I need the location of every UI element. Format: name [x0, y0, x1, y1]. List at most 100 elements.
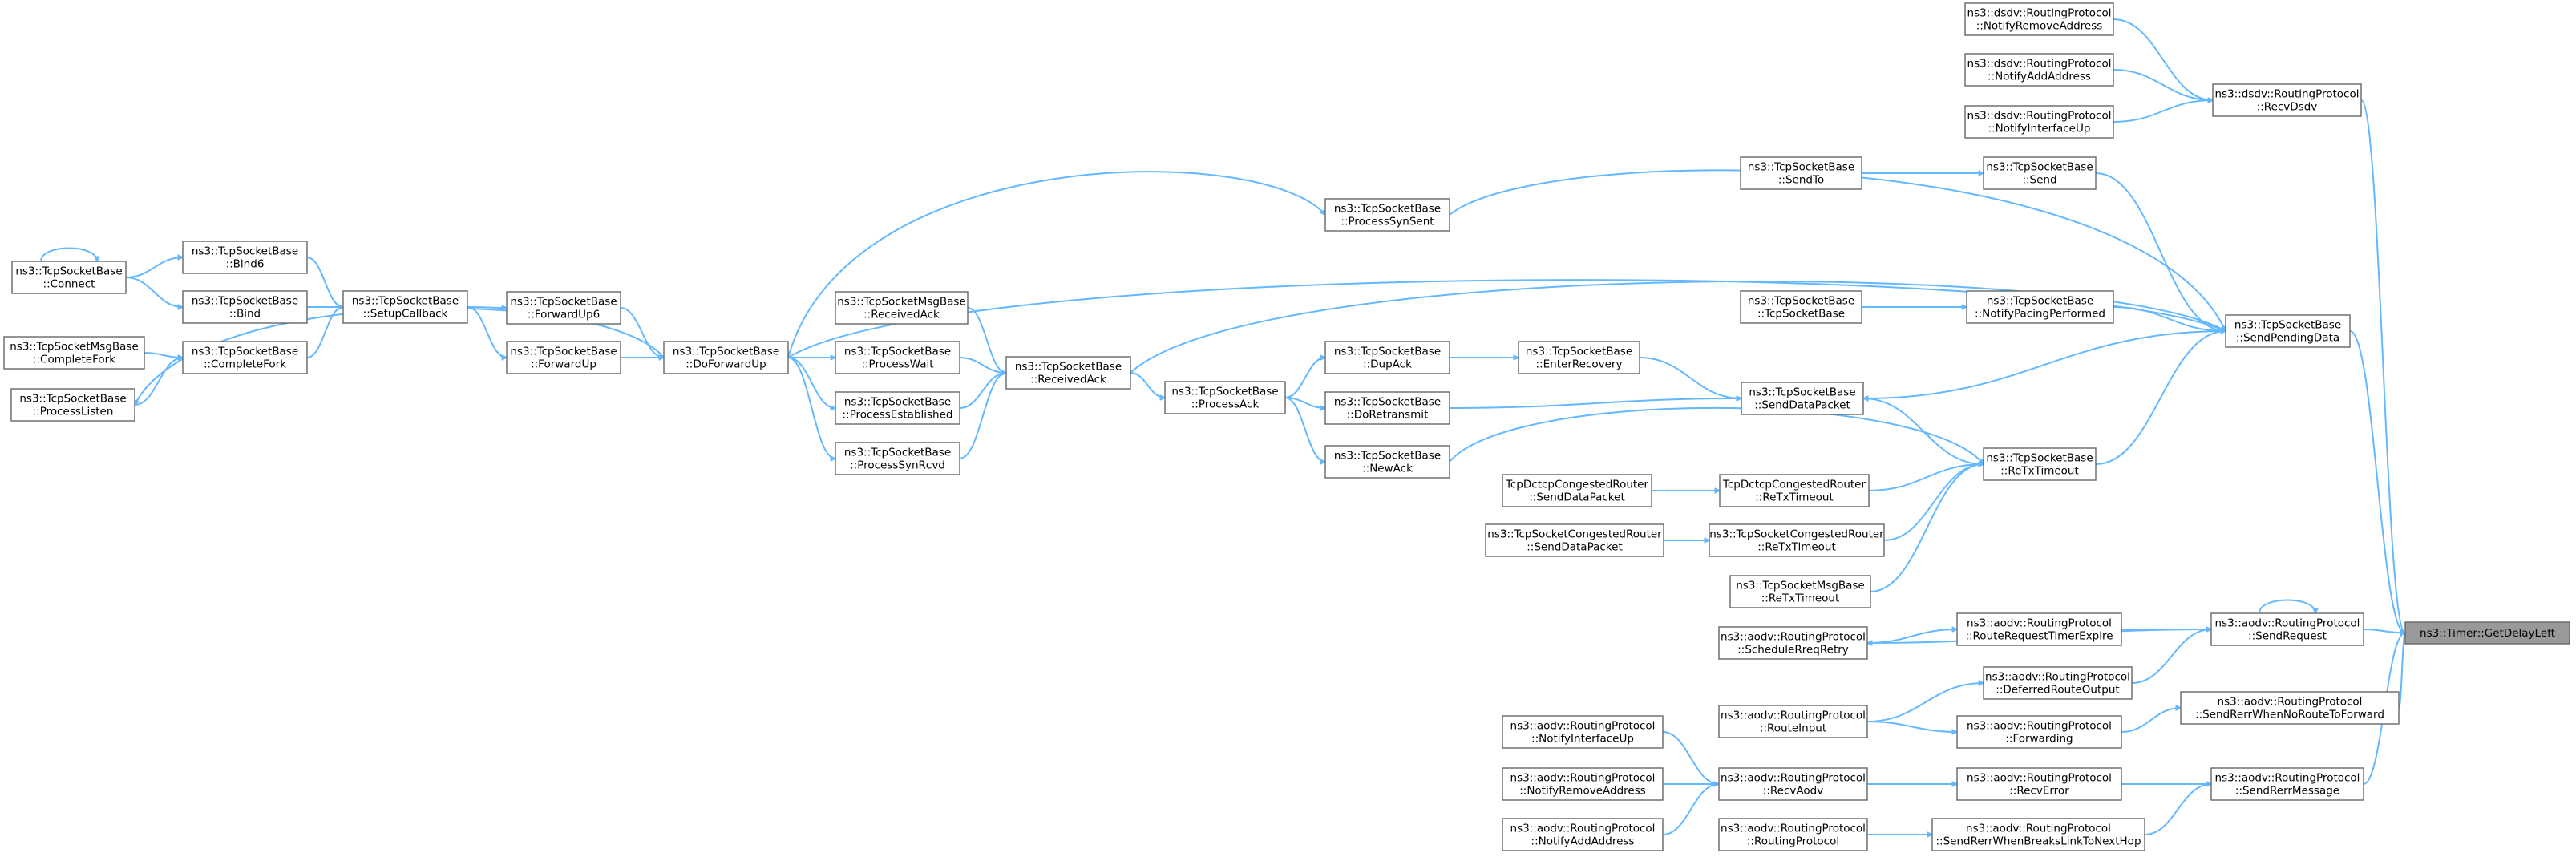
node-aodv-routeinput[interactable]: ns3::aodv::RoutingProtocol::RouteInput	[1718, 705, 1868, 738]
node-aodv-notadd[interactable]: ns3::aodv::RoutingProtocol::NotifyAddAdd…	[1502, 818, 1664, 851]
node-box	[835, 341, 960, 374]
node-aodv-recverr[interactable]: ns3::aodv::RoutingProtocol::RecvError	[1956, 767, 2122, 801]
node-tcp-pwait[interactable]: ns3::TcpSocketBase::ProcessWait	[835, 341, 960, 374]
node-label-line: ns3::TcpSocketMsgBase	[837, 296, 966, 309]
node-box	[3, 336, 145, 370]
node-box	[1956, 612, 2122, 646]
node-tcp-ctor[interactable]: ns3::TcpSocketBase::TcpSocketBase	[1740, 290, 1862, 324]
edge-tcp_doretx-to-tcp_senddp	[1449, 398, 1741, 409]
node-tcp-cfork[interactable]: ns3::TcpSocketBase::CompleteFork	[182, 341, 308, 374]
edge-tcp_connect-to-tcp_bind6	[125, 257, 183, 278]
node-box	[1324, 341, 1450, 374]
edge-cong_retx-to-tcp_retx	[1883, 464, 1984, 541]
node-tcp-plisten[interactable]: ns3::TcpSocketBase::ProcessListen	[10, 388, 135, 422]
node-aodv-recvaodv[interactable]: ns3::aodv::RoutingProtocol::RecvAodv	[1718, 767, 1868, 801]
node-tcp-fwd[interactable]: ns3::TcpSocketBase::ForwardUp	[506, 341, 621, 374]
node-aodv-fwding[interactable]: ns3::aodv::RoutingProtocol::Forwarding	[1956, 715, 2122, 749]
node-tcp-doretx[interactable]: ns3::TcpSocketBase::DoRetransmit	[1324, 391, 1450, 425]
node-label-line: ns3::TcpSocketBase	[1334, 396, 1441, 409]
node-tcp-pack[interactable]: ns3::TcpSocketBase::ProcessAck	[1164, 381, 1286, 414]
edge-tcp_nppp-to-tcp_sendpd	[2113, 306, 2226, 331]
node-dsdv-recv[interactable]: ns3::dsdv::RoutingProtocol::RecvDsdv	[2212, 83, 2362, 117]
node-label-line: ns3::TcpSocketBase	[673, 346, 779, 358]
node-label-line: ns3::TcpSocketBase	[844, 346, 951, 358]
node-tcp-bind[interactable]: ns3::TcpSocketBase::Bind	[182, 290, 308, 324]
node-label-line: ns3::TcpSocketBase	[192, 346, 298, 358]
node-tcp-dofwd[interactable]: ns3::TcpSocketBase::DoForwardUp	[663, 341, 789, 374]
node-box	[11, 261, 127, 294]
node-box	[1324, 198, 1450, 232]
node-label-line: ::ReTxTimeout	[2000, 465, 2079, 478]
node-tcp-retx[interactable]: ns3::TcpSocketBase::ReTxTimeout	[1983, 447, 2097, 481]
node-aodv-dro[interactable]: ns3::aodv::RoutingProtocol::DeferredRout…	[1983, 666, 2133, 700]
node-dctcp-retx[interactable]: TcpDctcpCongestedRouter::ReTxTimeout	[1719, 474, 1870, 507]
node-tcp-sendpd[interactable]: ns3::TcpSocketBase::SendPendingData	[2225, 314, 2351, 348]
node-label-line: ::ReceivedAck	[863, 309, 940, 321]
node-tcp-pest[interactable]: ns3::TcpSocketBase::ProcessEstablished	[835, 391, 960, 425]
node-label-line: ns3::TcpSocketBase	[192, 245, 298, 258]
node-label-line: ::EnterRecovery	[1536, 358, 1623, 371]
node-label-line: ns3::aodv::RoutingProtocol	[1721, 631, 1866, 644]
node-label-line: ::SendRerrMessage	[2235, 785, 2339, 798]
node-aodv-sendreq[interactable]: ns3::aodv::RoutingProtocol::SendRequest	[2210, 612, 2364, 646]
node-aodv-rrte[interactable]: ns3::aodv::RoutingProtocol::RouteRequest…	[1956, 612, 2122, 646]
node-box	[1983, 447, 2097, 481]
node-msg-recvack[interactable]: ns3::TcpSocketMsgBase::ReceivedAck	[835, 291, 969, 325]
node-label-line: ns3::TcpSocketBase	[1987, 295, 2093, 308]
node-label-line: ::SendRerrWhenNoRouteToForward	[2195, 709, 2384, 722]
node-box	[1718, 626, 1868, 660]
node-tcp-newack[interactable]: ns3::TcpSocketBase::NewAck	[1324, 445, 1450, 479]
node-tcp-senddp[interactable]: ns3::TcpSocketBase::SendDataPacket	[1741, 382, 1864, 415]
node-label-line: ::DoRetransmit	[1347, 409, 1429, 422]
node-dsdv-notif[interactable]: ns3::dsdv::RoutingProtocol::NotifyInterf…	[1964, 105, 2114, 139]
node-label-line: ns3::TcpSocketBase	[352, 295, 459, 308]
node-label-line: ::ForwardUp	[531, 358, 596, 371]
node-box	[1964, 53, 2114, 87]
node-tcp-send[interactable]: ns3::TcpSocketBase::Send	[1983, 156, 2097, 190]
node-label-line: ::Forwarding	[2005, 733, 2073, 746]
node-tcp-fwd6[interactable]: ns3::TcpSocketBase::ForwardUp6	[506, 291, 621, 325]
node-tcp-recvack[interactable]: ns3::TcpSocketBase::ReceivedAck	[1005, 356, 1131, 390]
edge-tcp_recvack-to-tcp_pack	[1130, 372, 1165, 398]
node-box	[1740, 156, 1862, 190]
node-tcp-dupack[interactable]: ns3::TcpSocketBase::DupAck	[1324, 341, 1450, 374]
node-aodv-ctor[interactable]: ns3::aodv::RoutingProtocol::RoutingProto…	[1718, 818, 1868, 851]
node-aodv-srwbl[interactable]: ns3::aodv::RoutingProtocol::SendRerrWhen…	[1931, 818, 2145, 851]
node-root[interactable]: ns3::Timer::GetDelayLeft	[2404, 621, 2570, 645]
node-msg-cfork[interactable]: ns3::TcpSocketMsgBase::CompleteFork	[3, 336, 145, 370]
node-tcp-enterrec[interactable]: ns3::TcpSocketBase::EnterRecovery	[1518, 341, 1640, 374]
node-label-line: ns3::TcpSocketBase	[1015, 361, 1122, 374]
node-label-line: ns3::aodv::RoutingProtocol	[1721, 823, 1866, 835]
node-aodv-srwnrtf[interactable]: ns3::aodv::RoutingProtocol::SendRerrWhen…	[2180, 691, 2400, 725]
node-label-line: ns3::aodv::RoutingProtocol	[1985, 671, 2130, 684]
node-msg-retx[interactable]: ns3::TcpSocketMsgBase::ReTxTimeout	[1729, 575, 1871, 608]
node-aodv-notif[interactable]: ns3::aodv::RoutingProtocol::NotifyInterf…	[1502, 715, 1664, 749]
edge-tcp_psynrcvd-to-tcp_recvack	[959, 373, 1006, 459]
node-tcp-psynsent[interactable]: ns3::TcpSocketBase::ProcessSynSent	[1324, 198, 1450, 232]
node-tcp-bind6[interactable]: ns3::TcpSocketBase::Bind6	[182, 241, 308, 274]
node-aodv-srerrmsg[interactable]: ns3::aodv::RoutingProtocol::SendRerrMess…	[2210, 767, 2364, 801]
node-label-line: ns3::TcpSocketBase	[1334, 203, 1441, 216]
node-cong-retx[interactable]: ns3::TcpSocketCongestedRouter::ReTxTimeo…	[1709, 523, 1885, 557]
node-box	[1502, 715, 1664, 749]
node-box	[1719, 474, 1870, 507]
node-label-line: ns3::aodv::RoutingProtocol	[2215, 772, 2360, 785]
node-dctcp-senddp[interactable]: TcpDctcpCongestedRouter::SendDataPacket	[1502, 474, 1652, 507]
node-label-line: ::Bind6	[226, 258, 265, 271]
node-label-line: ::ReceivedAck	[1030, 374, 1106, 386]
node-cong-senddp[interactable]: ns3::TcpSocketCongestedRouter::SendDataP…	[1485, 523, 1664, 557]
node-tcp-connect[interactable]: ns3::TcpSocketBase::Connect	[11, 261, 127, 294]
node-box	[1966, 290, 2114, 324]
node-tcp-nppp[interactable]: ns3::TcpSocketBase::NotifyPacingPerforme…	[1966, 290, 2114, 324]
edge-tcp_connect-to-tcp_connect	[40, 247, 97, 262]
node-tcp-psynrcvd[interactable]: ns3::TcpSocketBase::ProcessSynRcvd	[835, 442, 960, 475]
node-dsdv-notadd[interactable]: ns3::dsdv::RoutingProtocol::NotifyAddAdd…	[1964, 53, 2114, 87]
node-label-line: ns3::TcpSocketBase	[19, 393, 126, 406]
node-tcp-sendto[interactable]: ns3::TcpSocketBase::SendTo	[1740, 156, 1862, 190]
node-dsdv-notrem[interactable]: ns3::dsdv::RoutingProtocol::NotifyRemove…	[1964, 2, 2114, 36]
node-tcp-setupcb[interactable]: ns3::TcpSocketBase::SetupCallback	[342, 290, 468, 324]
node-aodv-notrem[interactable]: ns3::aodv::RoutingProtocol::NotifyRemove…	[1502, 767, 1664, 801]
edge-dctcp_retx-to-tcp_retx	[1868, 464, 1984, 491]
node-aodv-schedrr[interactable]: ns3::aodv::RoutingProtocol::ScheduleRreq…	[1718, 626, 1868, 660]
node-box	[10, 388, 135, 422]
